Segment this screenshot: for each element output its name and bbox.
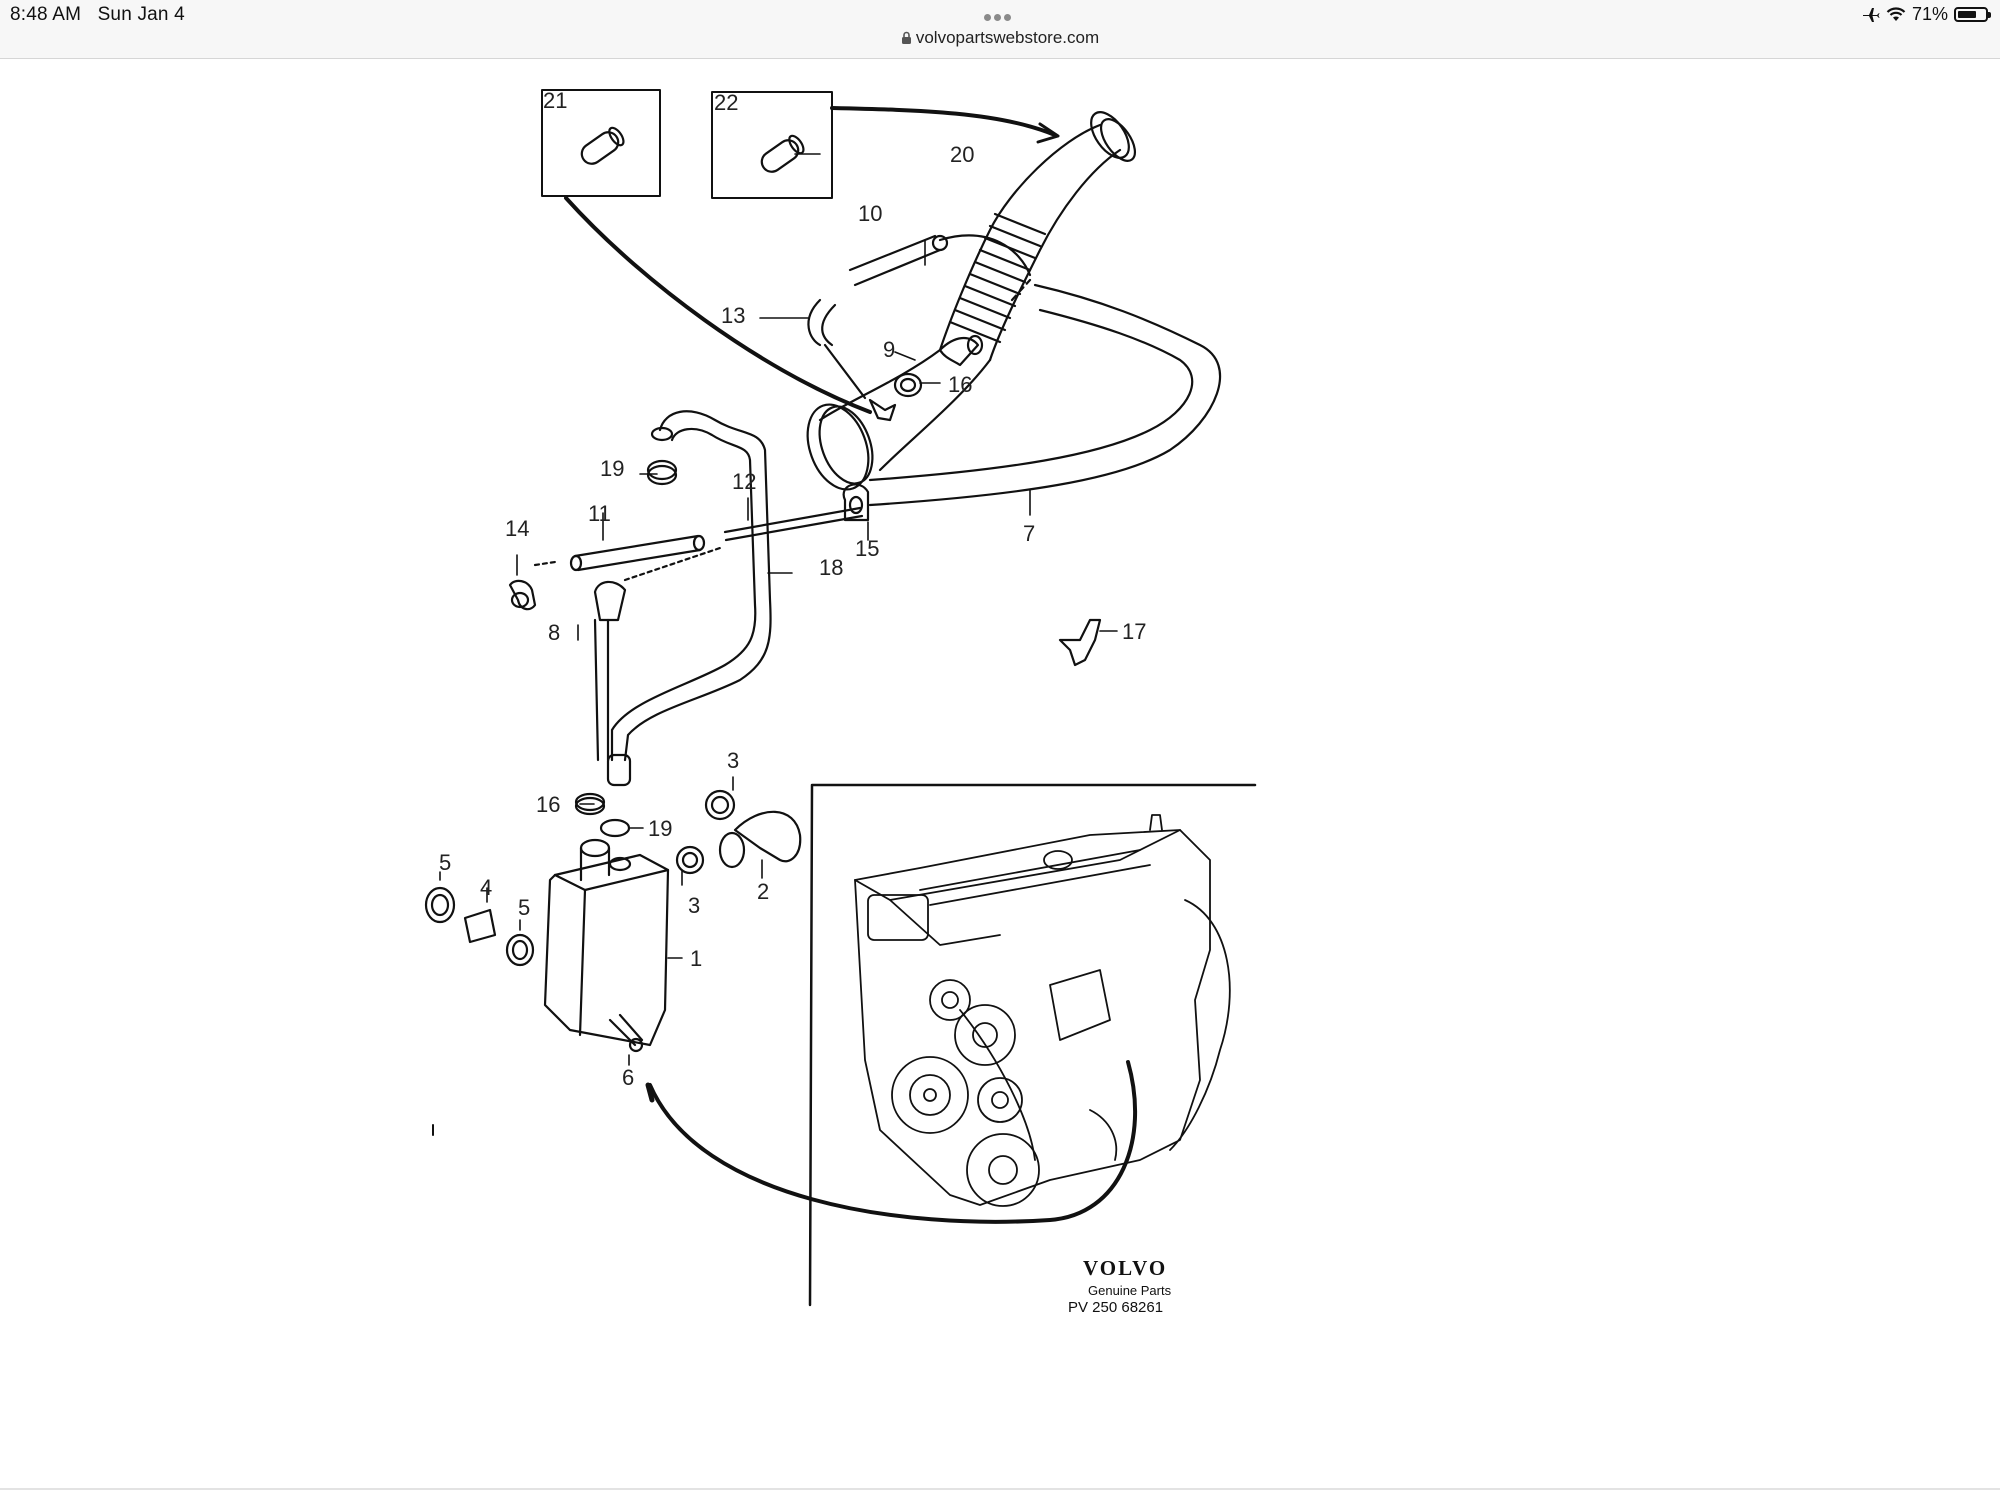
part-label-10: 10 — [858, 201, 882, 226]
brand-logo: VOLVO — [1083, 1256, 1167, 1280]
inset-box-22 — [711, 91, 833, 199]
part-label-7: 7 — [1023, 521, 1035, 546]
battery-icon — [1954, 7, 1991, 22]
status-date: Sun Jan 4 — [97, 4, 185, 25]
status-bar: 8:48 AM Sun Jan 4 volvopartswebstore.com… — [0, 0, 2000, 59]
pipes-11-12 — [508, 506, 864, 762]
part-label-20: 20 — [950, 142, 974, 167]
part-label-18: 18 — [819, 555, 843, 580]
part-label-5-left: 5 — [439, 850, 451, 875]
multitasking-dots-icon[interactable] — [984, 8, 1016, 21]
part-label-9: 9 — [883, 337, 895, 362]
bottom-edge — [0, 1488, 2000, 1490]
leader-arrow-21 — [564, 196, 872, 414]
wifi-icon — [1886, 7, 1906, 21]
part-label-19-bottom: 19 — [648, 816, 672, 841]
brand-subtitle: Genuine Parts — [1088, 1283, 1172, 1298]
part-label-14: 14 — [505, 516, 529, 541]
part-label-8: 8 — [548, 620, 560, 645]
leader-arrow-6 — [648, 1060, 1137, 1224]
url-bar[interactable]: volvopartswebstore.com — [0, 28, 2000, 48]
oil-separator-1 — [543, 792, 670, 1047]
part-label-22: 22 — [714, 90, 738, 115]
part-label-3-top: 3 — [727, 748, 739, 773]
part-label-6: 6 — [622, 1065, 634, 1090]
part-label-19-top: 19 — [600, 456, 624, 481]
part-label-21: 21 — [543, 88, 567, 113]
airplane-icon — [1862, 7, 1880, 22]
part-label-15: 15 — [855, 536, 879, 561]
url-text[interactable]: volvopartswebstore.com — [915, 28, 1100, 47]
bracket-17 — [1058, 618, 1102, 667]
status-indicators: 71% — [1862, 4, 1991, 25]
part-label-3-bottom: 3 — [688, 893, 700, 918]
part-label-16-top: 16 — [948, 372, 972, 397]
part-label-5-right: 5 — [518, 895, 530, 920]
status-time: 8:48 AM — [10, 4, 82, 25]
part-label-4: 4 — [480, 875, 492, 900]
hose-18 — [606, 410, 772, 787]
part-label-11: 11 — [588, 501, 611, 526]
part-label-17: 17 — [1122, 619, 1146, 644]
leader-arrow-22 — [830, 106, 1057, 137]
diagram-reference: PV 250 68261 — [1068, 1299, 1163, 1316]
engine-frame — [808, 783, 1257, 1307]
inset-box-21 — [541, 89, 661, 197]
clip-15 — [842, 483, 870, 522]
small-hoses — [807, 234, 1032, 422]
part-label-13: 13 — [721, 303, 745, 328]
part-label-16-bottom: 16 — [536, 792, 560, 817]
status-time-date: 8:48 AM Sun Jan 4 — [10, 4, 185, 26]
hose-7 — [868, 278, 1221, 507]
part-label-12: 12 — [732, 469, 756, 494]
battery-percent: 71% — [1911, 4, 1948, 24]
small-parts — [424, 789, 802, 1053]
part-label-1: 1 — [690, 946, 702, 971]
lock-icon — [901, 31, 911, 44]
part-label-leaders — [439, 153, 1118, 1066]
parts-diagram: 21 22 20 10 13 9 16 19 12 11 14 7 15 18 … — [0, 58, 2000, 1488]
part-label-2: 2 — [757, 879, 769, 904]
intake-hose-20 — [806, 111, 1137, 491]
grommet-19-top — [646, 459, 678, 486]
engine-illustration — [854, 814, 1231, 1207]
